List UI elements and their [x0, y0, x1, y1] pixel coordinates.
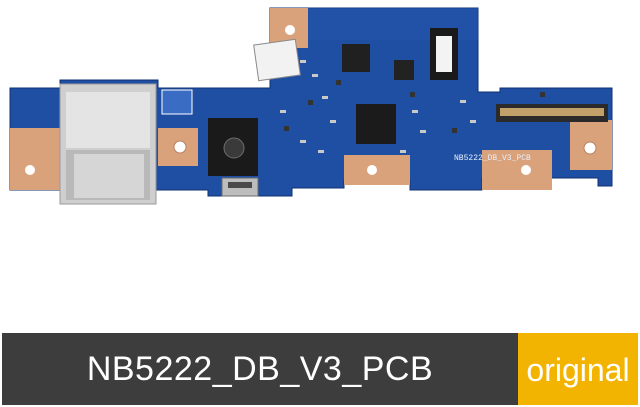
pcb-photo: NB5222_DB_V3_PCB — [9, 7, 613, 205]
copper-pad — [10, 128, 62, 190]
copper-pad — [482, 150, 552, 190]
chip — [342, 44, 370, 72]
caption-title: NB5222_DB_V3_PCB — [86, 350, 434, 388]
original-badge: original — [518, 333, 638, 405]
caption-title-bar: NB5222_DB_V3_PCB — [2, 333, 518, 405]
silkscreen-label: NB5222_DB_V3_PCB — [454, 154, 531, 163]
badge-label: original — [526, 352, 630, 388]
ribbon-connector — [253, 38, 301, 82]
chip — [394, 60, 414, 80]
barcode-sticker — [161, 89, 193, 115]
chip — [356, 104, 396, 144]
